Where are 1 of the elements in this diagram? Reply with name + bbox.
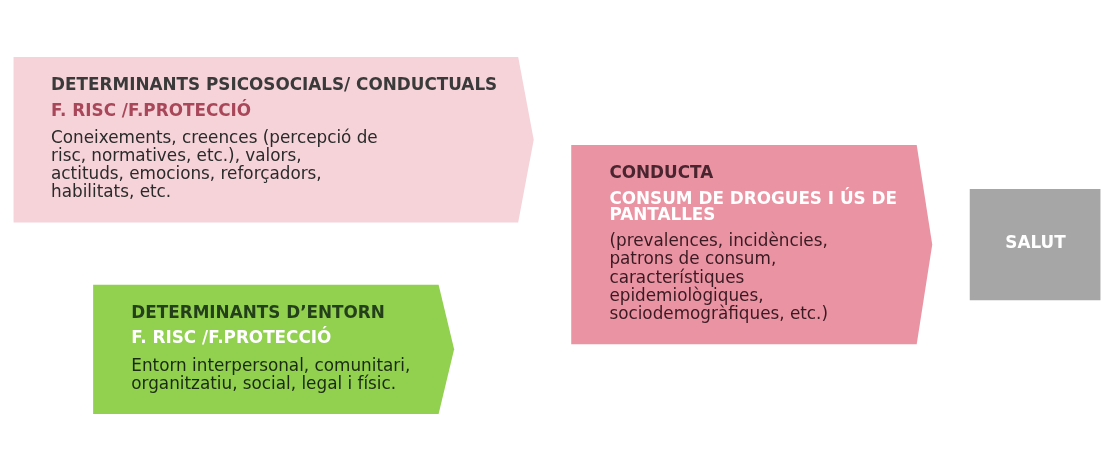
- node-box: SALUT: [969, 188, 1101, 301]
